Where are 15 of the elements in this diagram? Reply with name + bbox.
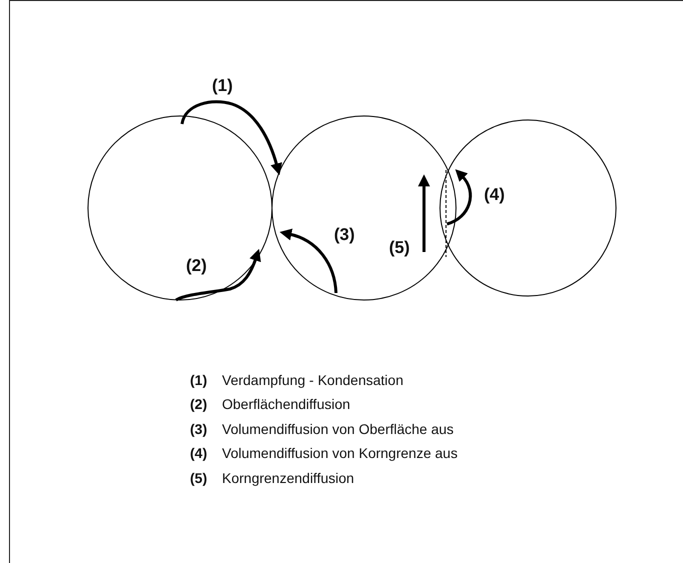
process-description: Korngrenzendiffusion [222, 471, 354, 485]
callout-number: (1) [190, 373, 208, 387]
callout-number: (2) [186, 257, 207, 274]
callout-number: (4) [484, 186, 505, 203]
callout-number: (5) [389, 239, 410, 256]
process-description: Verdampfung - Kondensation [222, 373, 404, 387]
callout-number: (3) [190, 422, 208, 436]
callout-number: (3) [334, 226, 355, 243]
process-description: Volumendiffusion von Oberfläche aus [222, 422, 454, 436]
process-description: Volumendiffusion von Korngrenze aus [222, 446, 458, 460]
callout-number: (2) [190, 397, 208, 411]
callout-number: (4) [190, 446, 208, 460]
callout-number: (5) [190, 471, 208, 485]
process-description: Oberflächendiffusion [222, 397, 350, 411]
callout-number: (1) [212, 77, 233, 94]
